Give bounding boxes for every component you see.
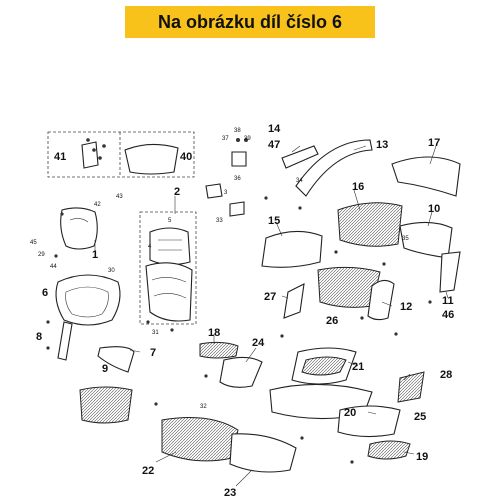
underbody-part-23 xyxy=(229,433,297,473)
inner-panel-part xyxy=(149,227,191,266)
lower-side-part-25 xyxy=(337,405,401,438)
callout-9: 9 xyxy=(102,363,108,375)
callout-13: 13 xyxy=(376,139,388,151)
step-part-18 xyxy=(199,341,239,359)
callout-31: 31 xyxy=(152,330,159,336)
callout-38: 38 xyxy=(234,128,241,134)
side-panel-part-15 xyxy=(261,230,323,268)
callout-16: 16 xyxy=(352,181,364,193)
callout-37: 37 xyxy=(222,136,229,142)
callout-33: 33 xyxy=(216,218,223,224)
callout-41: 41 xyxy=(54,151,66,163)
grille-part xyxy=(79,386,133,424)
panel-part-12 xyxy=(367,279,395,321)
callout-19: 19 xyxy=(416,451,428,463)
front-panel-part xyxy=(60,207,98,250)
callout-46: 46 xyxy=(442,309,454,321)
lower-front-part xyxy=(97,346,135,373)
title-banner: Na obrázku díl číslo 6 xyxy=(125,6,375,38)
screen-bracket-part xyxy=(81,141,99,169)
upper-trim-part-14 xyxy=(281,145,319,169)
upper-trim-part-13 xyxy=(295,139,373,197)
callout-40: 40 xyxy=(180,151,192,163)
inner-lower-part xyxy=(145,262,193,322)
floor-cover-part xyxy=(337,202,403,247)
callout-3: 3 xyxy=(224,190,228,196)
callout-39: 39 xyxy=(244,136,251,142)
side-cover-part-28 xyxy=(397,371,425,403)
callout-20: 20 xyxy=(344,407,356,419)
underbody-part-22 xyxy=(161,417,239,462)
windscreen-group-frame xyxy=(47,131,195,178)
side-panel-part-11 xyxy=(439,251,461,293)
callout-43: 43 xyxy=(116,194,123,200)
windscreen-part xyxy=(124,143,179,175)
callout-25: 25 xyxy=(414,411,426,423)
callout-6: 6 xyxy=(42,287,48,299)
callout-22: 22 xyxy=(142,465,154,477)
callout-1: 1 xyxy=(92,249,98,261)
callout-8: 8 xyxy=(36,331,42,343)
strip-part-27 xyxy=(283,283,305,319)
front-shield-part-6 xyxy=(55,274,121,326)
callout-2: 2 xyxy=(174,186,180,198)
callout-29: 29 xyxy=(38,252,45,258)
callout-34: 34 xyxy=(296,178,303,184)
step-part-19 xyxy=(367,440,411,460)
callout-35: 35 xyxy=(402,236,409,242)
callout-47: 47 xyxy=(268,139,280,151)
callout-32: 32 xyxy=(200,404,207,410)
footrest-part-24 xyxy=(219,356,263,388)
callout-45: 45 xyxy=(30,240,37,246)
callout-7: 7 xyxy=(150,347,156,359)
callout-4: 4 xyxy=(148,244,152,250)
callout-18: 18 xyxy=(208,327,220,339)
callout-14: 14 xyxy=(268,123,281,135)
callout-28: 28 xyxy=(440,369,452,381)
callout-42: 42 xyxy=(94,202,101,208)
callout-5: 5 xyxy=(168,218,172,224)
page-title: Na obrázku díl číslo 6 xyxy=(157,11,343,32)
callout-44: 44 xyxy=(50,264,57,270)
callout-24: 24 xyxy=(252,337,265,349)
callout-26: 26 xyxy=(326,315,338,327)
callout-11: 11 xyxy=(442,295,454,307)
side-strip-part xyxy=(57,321,73,361)
callout-36: 36 xyxy=(234,176,241,182)
callout-30: 30 xyxy=(108,268,115,274)
callout-27: 27 xyxy=(264,291,276,303)
callout-12: 12 xyxy=(400,301,412,313)
small-callouts: 38 37 39 36 3 5 4 33 34 35 42 43 44 45 2… xyxy=(30,128,409,410)
callout-17: 17 xyxy=(428,137,440,149)
fastener-screws xyxy=(46,196,432,464)
callout-21: 21 xyxy=(352,361,364,373)
inner-panel-group-frame xyxy=(139,211,197,325)
callout-10: 10 xyxy=(428,203,440,215)
callout-23: 23 xyxy=(224,487,236,499)
rear-cover-part xyxy=(391,156,461,197)
callout-15: 15 xyxy=(268,215,280,227)
